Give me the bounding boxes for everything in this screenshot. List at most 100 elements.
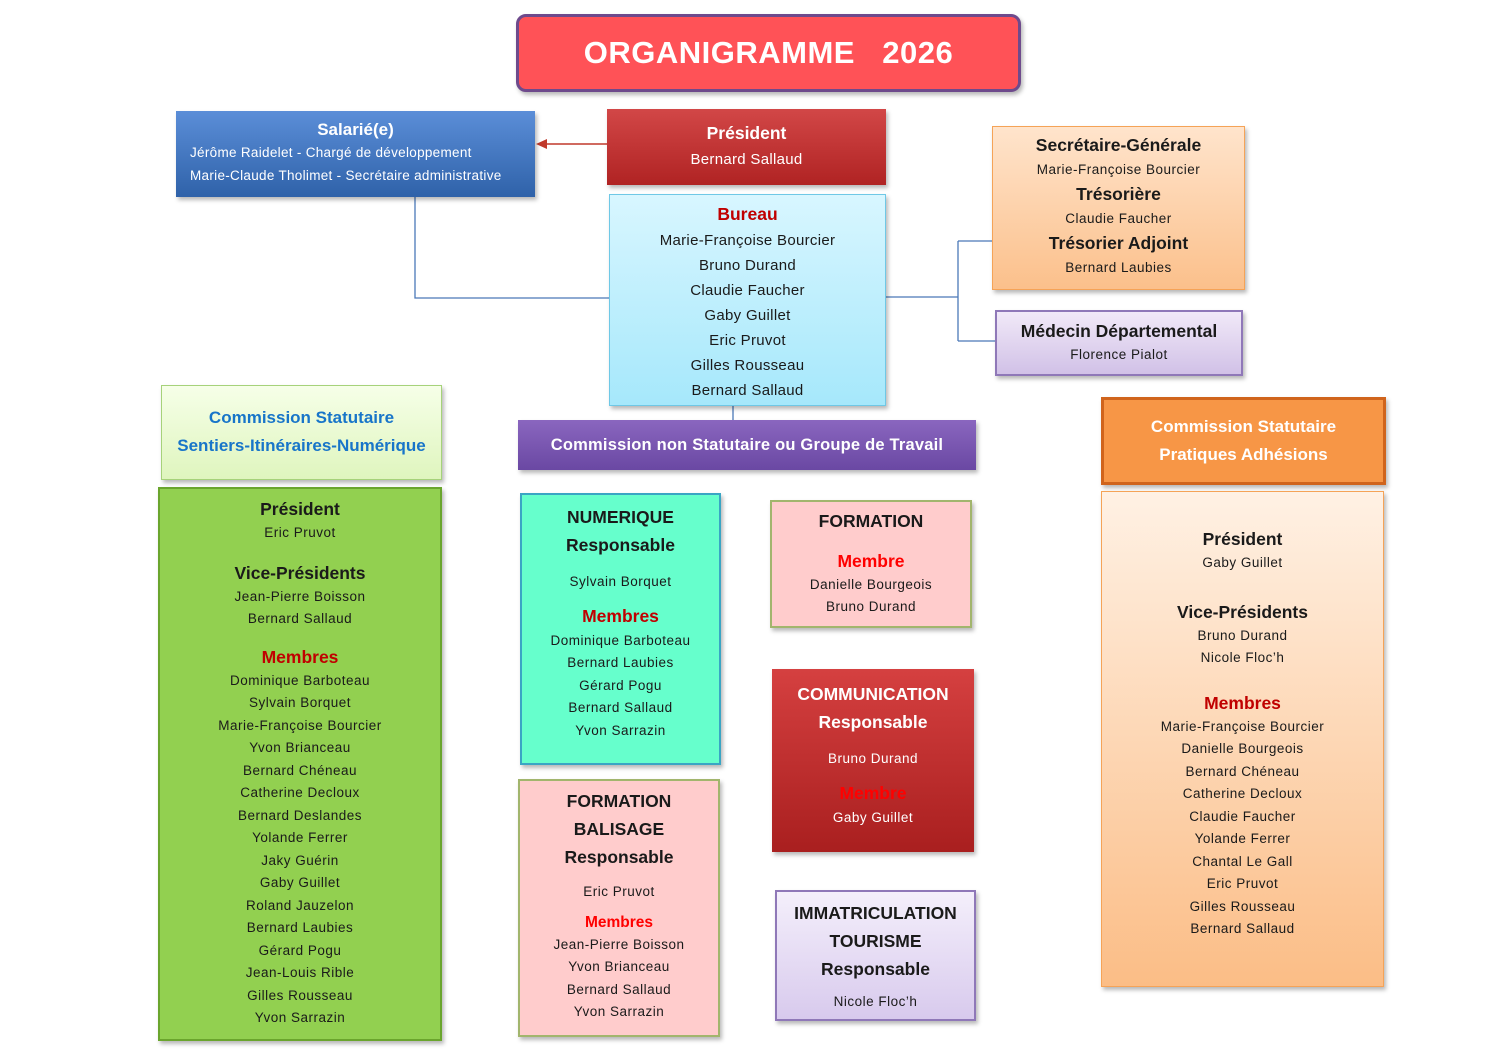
arrow-president-to-salarie	[536, 139, 607, 149]
secretaire-generale-title: Secrétaire-Générale	[1035, 135, 1202, 155]
commission-sentiers-member: Bernard Chéneau	[242, 762, 358, 778]
salarie-line: Jérôme Raidelet - Chargé de développemen…	[190, 145, 472, 160]
numerique-member: Yvon Sarrazin	[575, 722, 666, 738]
commission-non-statutaire-header: Commission non Statutaire ou Groupe de T…	[518, 420, 976, 470]
bureau-member: Bernard Sallaud	[691, 382, 804, 399]
commission-adhesions-header: Commission Statutaire Pratiques Adhésion…	[1101, 397, 1386, 485]
salarie-box: Salarié(e) Jérôme Raidelet - Chargé de d…	[176, 111, 535, 197]
bureau-title: Bureau	[717, 204, 778, 224]
communication-title: COMMUNICATION	[797, 684, 949, 704]
title-text: ORGANIGRAMME 2026	[583, 35, 954, 70]
commission-sentiers-member: Jaky Guérin	[261, 852, 339, 868]
formation-balisage-member: Yvon Sarrazin	[573, 1004, 665, 1019]
formation-member: Danielle Bourgeois	[809, 577, 933, 592]
commission-adhesions-vp-title: Vice-Présidents	[1177, 601, 1308, 622]
commission-sentiers-member: Jean-Louis Rible	[245, 965, 355, 980]
commission-sentiers-member: Dominique Barboteau	[229, 672, 371, 688]
bureau-member: Claudie Faucher	[690, 282, 805, 299]
bureau-box: Bureau Marie-Françoise Bourcier Bruno Du…	[609, 194, 886, 406]
formation-box: FORMATION Membre Danielle Bourgeois Brun…	[770, 500, 972, 628]
commission-adhesions-president-title: Président	[1202, 529, 1283, 549]
numerique-role: Responsable	[566, 535, 675, 555]
commission-adhesions-body: Président Gaby Guillet Vice-Présidents B…	[1101, 491, 1384, 987]
bureau-member: Marie-Françoise Bourcier	[659, 232, 836, 249]
commission-sentiers-header-line: Commission Statutaire	[208, 408, 395, 427]
numerique-members-title: Membres	[582, 605, 659, 626]
commission-sentiers-vp: Jean-Pierre Boisson	[234, 588, 366, 604]
president-title: Président	[706, 123, 787, 143]
commission-adhesions-vp: Bruno Durand	[1197, 627, 1288, 643]
formation-balisage-title: FORMATION	[566, 791, 672, 811]
secretaire-generale-name: Marie-Françoise Bourcier	[1036, 162, 1201, 177]
numerique-title: NUMERIQUE	[567, 507, 674, 527]
communication-member: Gaby Guillet	[832, 809, 914, 825]
commission-sentiers-member: Yvon Sarrazin	[254, 1010, 346, 1025]
tresorier-adjoint-title: Trésorier Adjoint	[1048, 233, 1189, 253]
commission-non-statutaire-title: Commission non Statutaire ou Groupe de T…	[550, 435, 944, 454]
president-name: Bernard Sallaud	[690, 151, 803, 168]
commission-adhesions-member: Bernard Chéneau	[1185, 763, 1300, 779]
connector-salarie-bureau	[414, 197, 609, 299]
formation-title: FORMATION	[818, 511, 924, 531]
commission-adhesions-header-line: Pratiques Adhésions	[1159, 445, 1328, 464]
tresorier-adjoint-name: Bernard Laubies	[1065, 260, 1172, 275]
salarie-title: Salarié(e)	[317, 120, 394, 139]
formation-balisage-members-title: Membres	[584, 913, 654, 931]
commission-sentiers-member: Bernard Laubies	[246, 920, 354, 935]
tresoriere-name: Claudie Faucher	[1065, 211, 1172, 226]
commission-adhesions-header-line: Commission Statutaire	[1150, 417, 1337, 436]
commission-sentiers-member: Roland Jauzelon	[245, 897, 355, 913]
commission-sentiers-president-title: Président	[260, 499, 340, 519]
communication-box: COMMUNICATION Responsable Bruno Durand M…	[772, 669, 974, 852]
commission-sentiers-member: Sylvain Borquet	[248, 695, 352, 710]
formation-balisage-role: Responsable	[564, 847, 674, 867]
commission-sentiers-member: Gérard Pogu	[258, 942, 342, 958]
immatriculation-box: IMMATRICULATION TOURISME Responsable Nic…	[775, 890, 976, 1021]
commission-sentiers-vp-title: Vice-Présidents	[234, 562, 366, 583]
bureau-member: Gaby Guillet	[704, 307, 791, 324]
commission-adhesions-member: Bernard Sallaud	[1190, 921, 1295, 936]
commission-sentiers-vp: Bernard Sallaud	[247, 611, 353, 626]
medecin-box: Médecin Départemental Florence Pialot	[995, 310, 1243, 376]
commission-sentiers-member: Yvon Brianceau	[249, 740, 351, 755]
commission-adhesions-member: Chantal Le Gall	[1192, 853, 1293, 869]
commission-sentiers-member: Marie-Françoise Bourcier	[218, 717, 382, 733]
medecin-title: Médecin Départemental	[1020, 321, 1218, 341]
commission-sentiers-members-title: Membres	[261, 646, 339, 667]
immatriculation-responsable: Nicole Floc’h	[833, 994, 918, 1009]
numerique-box: NUMERIQUE Responsable Sylvain Borquet Me…	[520, 493, 721, 765]
formation-members-title: Membre	[837, 551, 905, 571]
org-chart-title: ORGANIGRAMME 2026	[516, 14, 1021, 92]
immatriculation-title: TOURISME	[829, 931, 922, 951]
communication-responsable: Bruno Durand	[827, 751, 919, 766]
numerique-member: Gérard Pogu	[579, 677, 662, 693]
salarie-line: Marie-Claude Tholimet - Secrétaire admin…	[190, 168, 502, 183]
bureau-member: Gilles Rousseau	[690, 357, 805, 374]
immatriculation-title: IMMATRICULATION	[794, 903, 957, 923]
commission-sentiers-member: Yolande Ferrer	[252, 830, 348, 845]
commission-adhesions-member: Claudie Faucher	[1189, 808, 1296, 824]
commission-adhesions-member: Eric Pruvot	[1206, 876, 1279, 891]
communication-role: Responsable	[818, 712, 928, 732]
commission-adhesions-members-title: Membres	[1204, 692, 1281, 713]
commission-sentiers-header-line: Sentiers-Itinéraires-Numérique	[177, 436, 426, 455]
immatriculation-role: Responsable	[821, 959, 930, 979]
commission-adhesions-member: Gilles Rousseau	[1189, 898, 1296, 914]
commission-adhesions-member: Danielle Bourgeois	[1181, 741, 1304, 756]
commission-sentiers-president: Eric Pruvot	[264, 525, 336, 540]
commission-sentiers-member: Catherine Decloux	[240, 785, 360, 800]
commission-adhesions-vp: Nicole Floc’h	[1200, 650, 1285, 665]
formation-balisage-member: Jean-Pierre Boisson	[553, 936, 685, 952]
commission-sentiers-header: Commission Statutaire Sentiers-Itinérair…	[161, 385, 442, 480]
commission-sentiers-member: Gilles Rousseau	[247, 987, 353, 1003]
commission-adhesions-member: Catherine Decloux	[1182, 786, 1303, 801]
formation-balisage-member: Yvon Brianceau	[568, 959, 670, 974]
numerique-responsable: Sylvain Borquet	[569, 574, 672, 589]
numerique-member: Bernard Sallaud	[568, 700, 673, 715]
tresoriere-title: Trésorière	[1076, 184, 1161, 204]
commission-sentiers-member: Bernard Deslandes	[237, 807, 363, 823]
secretariat-box: Secrétaire-Générale Marie-Françoise Bour…	[992, 126, 1245, 290]
bureau-member: Eric Pruvot	[709, 332, 786, 349]
formation-balisage-responsable: Eric Pruvot	[583, 884, 655, 899]
